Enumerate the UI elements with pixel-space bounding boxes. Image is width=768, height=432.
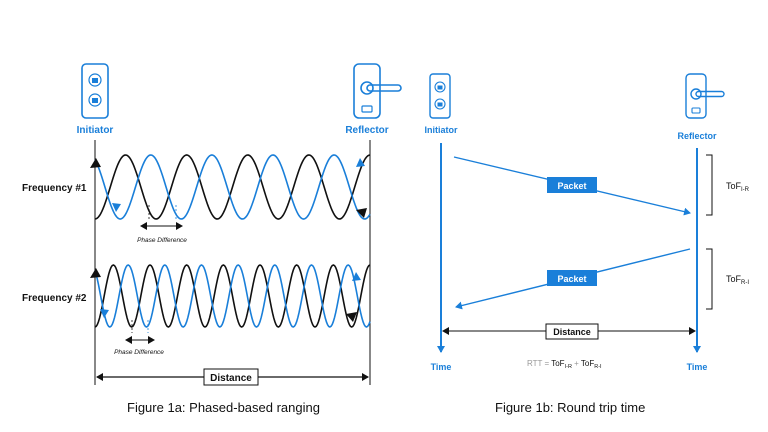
frequency-1-outgoing-wave bbox=[94, 154, 371, 220]
phone-lock-icon bbox=[429, 73, 451, 119]
reflector-label: Reflector bbox=[677, 131, 717, 141]
tof-ir-label: ToFI-R bbox=[726, 181, 750, 193]
distance-badge bbox=[203, 368, 259, 386]
frequency-2-return-wave bbox=[94, 264, 371, 328]
initiator-label: Initiator bbox=[425, 125, 458, 135]
wave-direction-arrow bbox=[90, 268, 101, 278]
figure-1b: Initiator Reflector Packet Packet ToFI-R… bbox=[425, 73, 750, 372]
rtt-formula: RTT = ToFI-R + ToFR-I bbox=[527, 359, 602, 370]
packet-label-1: Packet bbox=[557, 181, 586, 191]
wave-direction-arrow bbox=[352, 272, 361, 281]
door-handle-icon bbox=[685, 73, 725, 119]
wave-direction-arrow bbox=[90, 158, 101, 168]
wave-direction-arrow bbox=[112, 203, 121, 212]
tof-ri-bracket bbox=[706, 248, 713, 310]
figure-1a: Initiator Reflector Frequency #1 Frequen… bbox=[22, 63, 402, 386]
frequency-1-label: Frequency #1 bbox=[22, 183, 87, 194]
frequency-2-label: Frequency #2 bbox=[22, 293, 87, 304]
phase-difference-label-1: Phase Difference bbox=[137, 237, 187, 244]
distance-label: Distance bbox=[553, 327, 591, 337]
frequency-1-return-wave bbox=[94, 154, 371, 220]
distance-badge bbox=[545, 323, 599, 340]
phase-difference-marker-1 bbox=[140, 205, 183, 230]
tof-ir-bracket bbox=[706, 154, 713, 216]
figure-1a-caption: Figure 1a: Phased-based ranging bbox=[127, 400, 320, 415]
phone-lock-icon bbox=[81, 63, 109, 119]
phase-difference-label-2: Phase Difference bbox=[114, 349, 164, 356]
phase-difference-marker-2 bbox=[125, 320, 155, 344]
wave-direction-arrow bbox=[356, 208, 367, 218]
frequency-2-outgoing-wave bbox=[94, 264, 371, 328]
packet-badge-1 bbox=[547, 177, 597, 193]
wave-direction-arrow bbox=[356, 158, 365, 167]
time-label-initiator: Time bbox=[431, 362, 452, 372]
wave-direction-arrow bbox=[100, 309, 109, 318]
tof-ri-label: ToFR-I bbox=[726, 274, 749, 286]
figure-1b-caption: Figure 1b: Round trip time bbox=[495, 400, 646, 415]
distance-label: Distance bbox=[210, 373, 252, 384]
time-label-reflector: Time bbox=[687, 362, 708, 372]
door-handle-icon bbox=[353, 63, 402, 119]
wave-direction-arrow bbox=[346, 312, 357, 322]
initiator-label: Initiator bbox=[77, 125, 114, 136]
reflector-label: Reflector bbox=[345, 125, 388, 136]
packet-badge-2 bbox=[547, 270, 597, 286]
packet-label-2: Packet bbox=[557, 274, 586, 284]
